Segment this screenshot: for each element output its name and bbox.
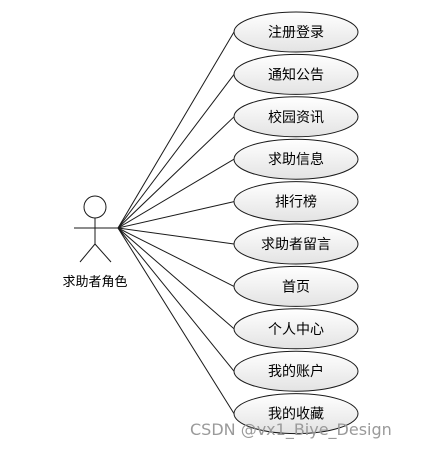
use-case: 我的收藏 [233,393,359,435]
use-case-ellipse [233,138,359,180]
association-line [117,227,235,330]
association-line [117,227,235,372]
association-line [117,158,235,229]
use-case-label: 首页 [282,279,310,295]
actor: 求助者角色 [62,195,128,290]
use-case-ellipse [233,350,359,392]
association-line [117,31,235,229]
use-case-label: 我的收藏 [268,407,324,423]
actor-label: 求助者角色 [62,274,127,290]
association-line [117,116,235,229]
use-case-label: 注册登录 [268,25,324,41]
use-case-ellipse [233,393,359,435]
actor-left-leg [79,243,96,263]
use-case-label: 排行榜 [275,194,317,211]
use-case: 求助信息 [233,138,359,180]
association-line [117,227,235,287]
watermark: CSDN @vx1_Biye_Design [190,420,392,439]
use-case-label: 通知公告 [268,66,324,83]
actor-head [83,195,107,219]
use-case-label: 个人中心 [268,322,324,338]
use-case-ellipse [233,181,359,223]
use-case-ellipse [233,96,359,138]
association-line [117,227,235,414]
use-case-ellipse [233,223,359,265]
use-case-label: 求助信息 [268,151,324,168]
use-case: 我的账户 [233,350,359,392]
use-case-label: 我的账户 [268,363,324,380]
use-case-ellipse [233,265,359,307]
use-case-ellipse [233,53,359,95]
association-lines [117,31,235,414]
use-case: 求助者留言 [233,223,359,265]
use-case-label: 校园资讯 [268,109,324,126]
use-case-ellipse [233,11,359,53]
use-case: 个人中心 [233,308,359,350]
association-line [117,227,235,245]
use-case-ellipse [233,308,359,350]
use-case: 排行榜 [233,181,359,223]
use-case: 通知公告 [233,53,359,95]
actor-right-leg [94,243,112,263]
use-case-label: 求助者留言 [261,237,331,253]
use-case: 校园资讯 [233,96,359,138]
use-case: 注册登录 [233,11,359,53]
association-line [117,74,235,229]
association-line [117,201,235,229]
use-case: 首页 [233,265,359,307]
